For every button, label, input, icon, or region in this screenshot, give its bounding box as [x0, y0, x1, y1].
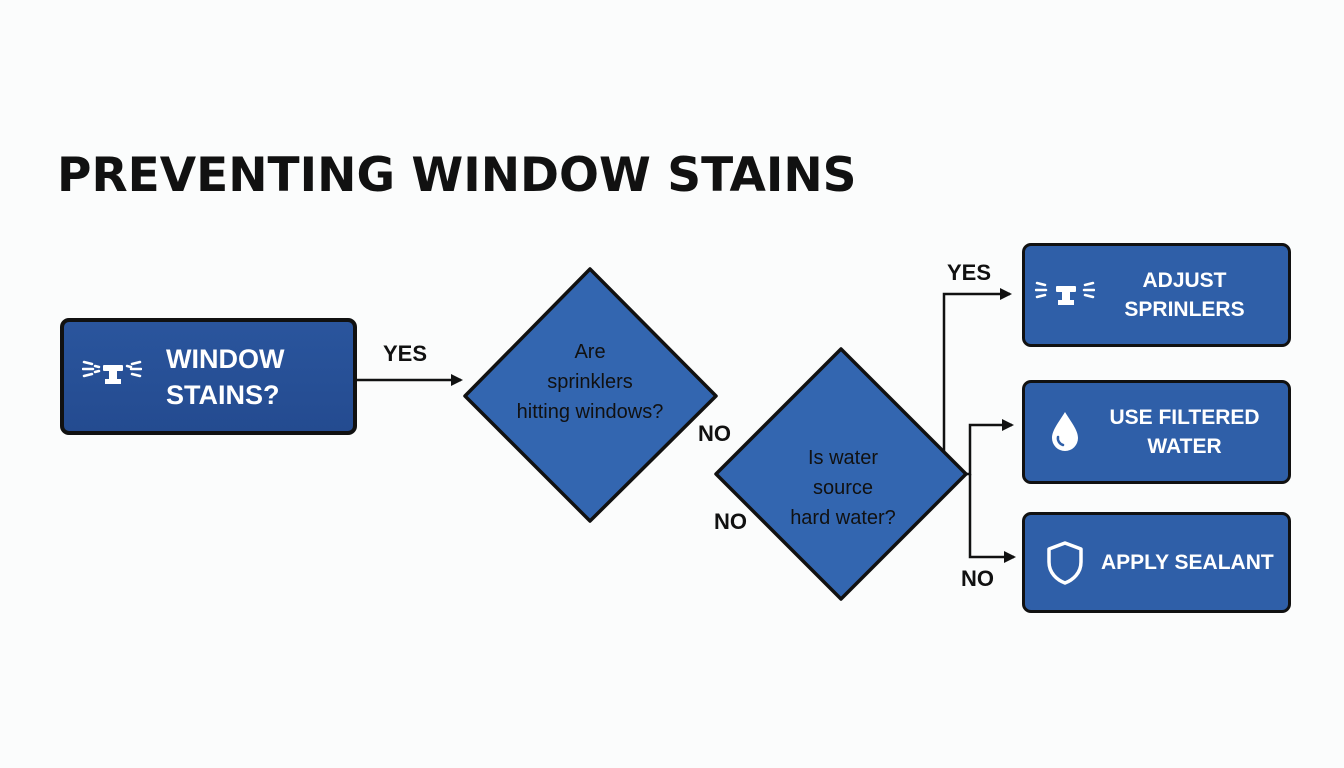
diagram-title: PREVENTING WINDOW STAINS — [57, 148, 857, 203]
decision-sprinklers-text: Are sprinklers hitting windows? — [495, 337, 685, 427]
start-node-window-stains: WINDOW STAINS? — [60, 318, 357, 435]
outcome-sealant-label: APPLY SEALANT — [1095, 548, 1288, 577]
edge-label-yes-adjust: YES — [947, 260, 992, 285]
decision1-line2: sprinklers — [547, 371, 633, 393]
decision2-line3: hard water? — [790, 507, 896, 529]
shield-icon — [1035, 540, 1095, 586]
filter-line1: USE FILTERED — [1109, 406, 1260, 429]
outcome-adjust-sprinklers: ADJUST SPRINLERS — [1022, 243, 1291, 347]
water-drop-icon — [1035, 410, 1095, 454]
adjust-line2: SPRINLERS — [1124, 298, 1245, 321]
adjust-line1: ADJUST — [1142, 269, 1227, 292]
arrow-to-filtered-water — [966, 419, 1014, 476]
decision-diamond-sprinklers — [463, 267, 718, 523]
decision1-line1: Are — [574, 341, 606, 363]
arrow-to-sealant — [968, 474, 1016, 563]
start-node-label: WINDOW STAINS? — [166, 341, 284, 413]
edge-label-no-sealant: NO — [961, 566, 994, 591]
sprinkler-icon — [81, 354, 143, 399]
edge-label-no-decision2: NO — [714, 509, 747, 534]
arrow-to-adjust — [942, 288, 1012, 452]
outcome-use-filtered-water: USE FILTERED WATER — [1022, 380, 1291, 484]
edge-label-no-decision1: NO — [698, 421, 731, 446]
edge-label-yes-start: YES — [383, 341, 428, 366]
outcome-filter-label: USE FILTERED WATER — [1095, 403, 1288, 461]
outcome-adjust-label: ADJUST SPRINLERS — [1095, 266, 1288, 324]
decision-hard-water-text: Is water source hard water? — [748, 443, 938, 533]
decision-diamond-hard-water — [714, 347, 968, 601]
filter-line2: WATER — [1147, 435, 1222, 458]
decision2-line2: source — [812, 477, 874, 499]
start-label-line1: WINDOW — [166, 343, 285, 374]
sprinkler-icon — [1035, 277, 1095, 313]
sealant-line1: APPLY SEALANT — [1101, 551, 1274, 574]
start-label-line2: STAINS? — [166, 379, 280, 410]
decision2-line1: Is water — [807, 447, 879, 469]
decision1-line3: hitting windows? — [516, 401, 664, 423]
outcome-apply-sealant: APPLY SEALANT — [1022, 512, 1291, 613]
